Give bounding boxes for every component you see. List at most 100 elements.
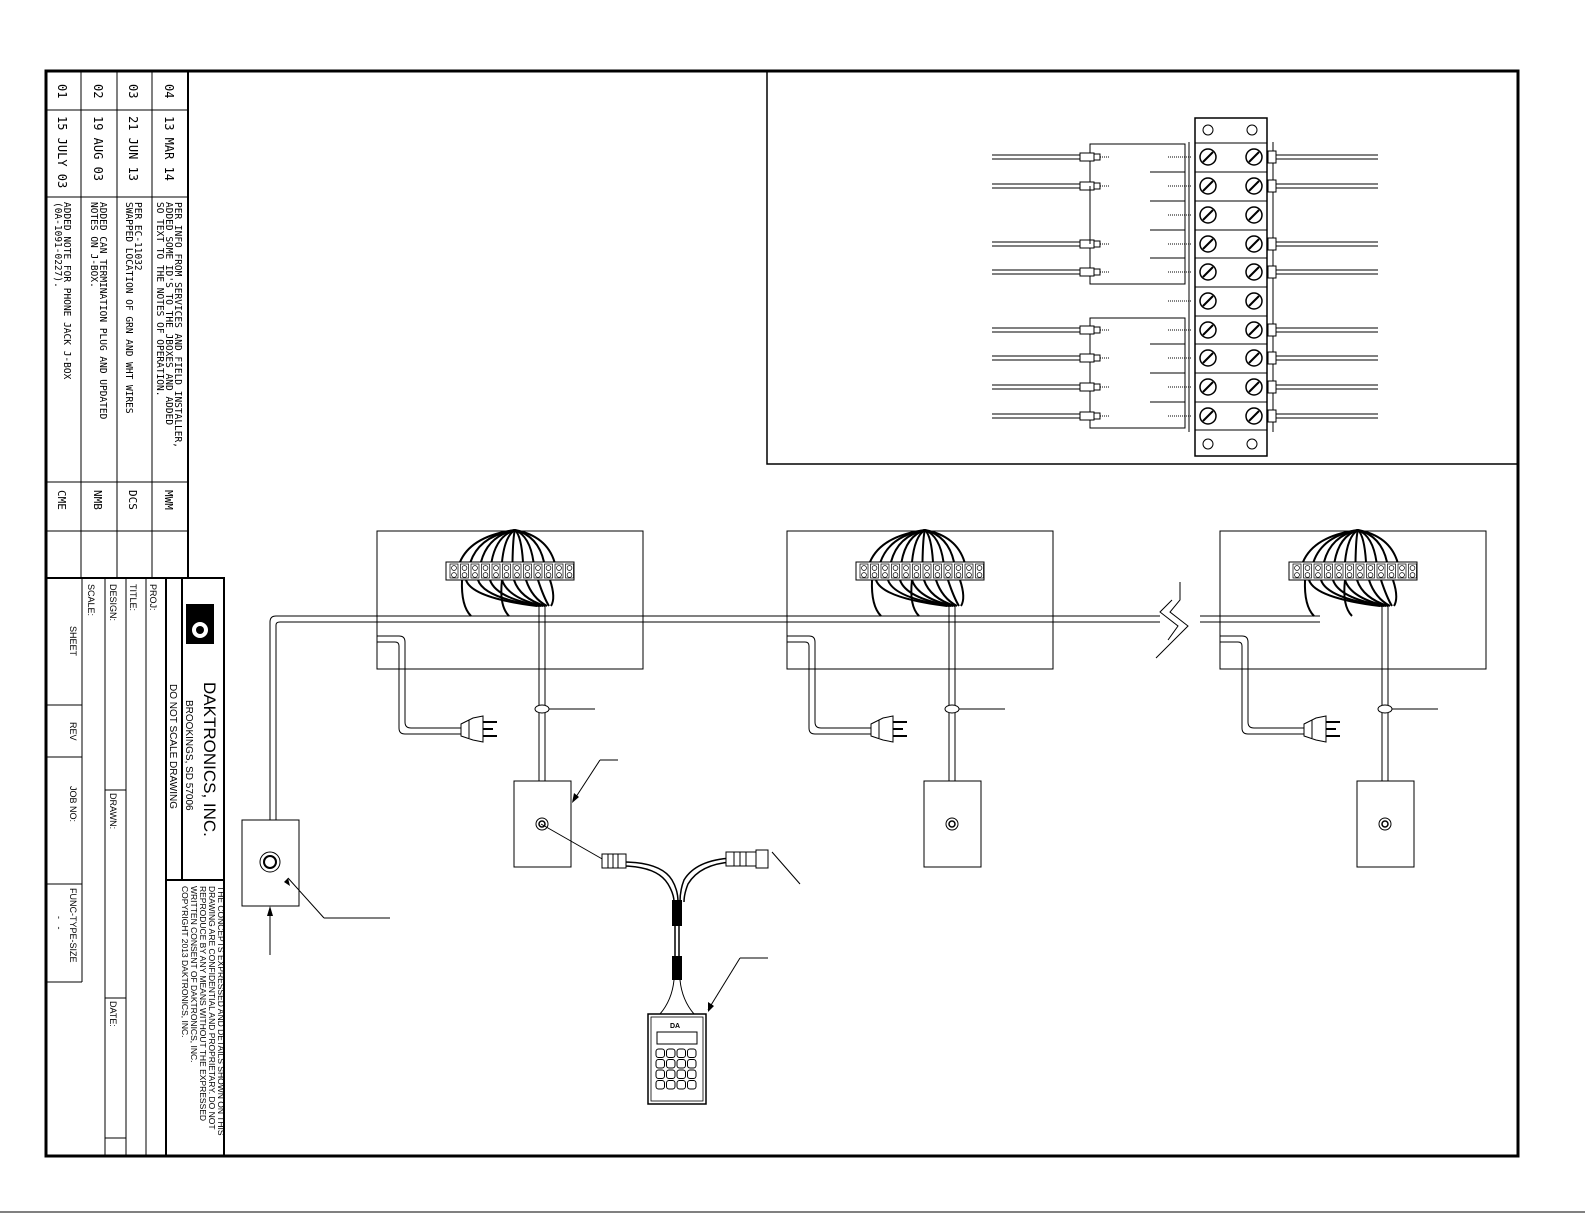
daktronics-logo — [186, 604, 214, 644]
revision-initials: MWM — [162, 490, 175, 510]
keypad-key — [655, 1048, 665, 1058]
crimp-connector — [1079, 382, 1095, 392]
keypad-key — [666, 1048, 676, 1058]
keypad-key — [687, 1069, 697, 1079]
confidential-line: REPRODUCE BY ANY MEANS WITHOUT THE EXPRE… — [198, 886, 208, 1121]
crimp-connector — [1079, 411, 1095, 421]
keypad-key — [666, 1080, 676, 1090]
revision-number: 03 — [126, 84, 140, 98]
revision-number: 04 — [162, 84, 176, 98]
phone-jack-icon — [259, 851, 281, 873]
handheld-leader — [707, 957, 741, 1011]
spade-lug — [1267, 409, 1277, 423]
confidential-note: THE CONCEPTS EXPRESSED AND DETAILS SHOWN… — [180, 886, 226, 1136]
sheet-label: SHEET — [68, 626, 78, 657]
spade-lug — [1267, 237, 1277, 251]
revision-description-line: PER EC-11032 — [132, 202, 143, 271]
date-label: DATE: — [108, 1001, 118, 1027]
keypad-key — [655, 1059, 665, 1069]
junction-panel-3 — [1219, 529, 1487, 868]
jbox-leader — [573, 759, 601, 801]
revision-date: 21 JUN 13 — [126, 116, 140, 181]
keypad-key — [655, 1080, 665, 1090]
junction-panel-2 — [786, 529, 1054, 868]
y-cable-right — [679, 857, 733, 903]
revision-description-line: ADDED NOTE FOR PHONE JACK J-BOX — [61, 202, 72, 380]
main-wiring: DA — [241, 529, 1487, 1105]
revision-initials: NMB — [91, 490, 104, 510]
confidential-line: DRAWING ARE CONFIDENTIAL AND PROPRIETARY… — [207, 886, 217, 1130]
spade-lug — [1267, 351, 1277, 365]
jbox-jack-icon — [535, 817, 549, 831]
power-plug-icon — [460, 715, 497, 743]
power-plug-icon — [1303, 715, 1340, 743]
revision-description-line: NOTES ON J-BOX. — [88, 202, 99, 288]
scale-note: DO NOT SCALE DRAWING — [167, 684, 178, 809]
spade-lug — [1267, 150, 1277, 164]
confidential-line: THE CONCEPTS EXPRESSED AND DETAILS SHOWN… — [216, 886, 226, 1136]
jbox-jack-icon — [945, 817, 959, 831]
revision-description-line: SO TEXT TO THE NOTES OF OPERATION. — [154, 202, 165, 396]
mount-hole-top-right — [1246, 124, 1258, 136]
rev-label: REV — [68, 722, 78, 741]
revision-description-line: (0A-1091-0227). — [52, 202, 63, 288]
keypad-key — [676, 1080, 686, 1090]
func-type-size-value: - - — [54, 916, 64, 930]
crimp-connector — [1079, 325, 1095, 335]
keypad-key — [655, 1069, 665, 1079]
y-cable-splice — [672, 900, 682, 926]
crimp-connector — [1079, 239, 1095, 249]
rj-plug-left — [601, 853, 627, 869]
revision-description-line: ADDED CAN TERMINATION PLUG AND UPDATED — [97, 202, 108, 420]
revision-initials: DCS — [126, 490, 139, 510]
trunk-cable — [269, 615, 1160, 820]
cable-tie — [534, 704, 550, 714]
keypad-key — [666, 1059, 676, 1069]
crimp-connector — [1079, 152, 1095, 162]
company-name: DAKTRONICS, INC. — [200, 682, 219, 837]
handheld-logo: DA — [670, 1023, 680, 1030]
drawn-label: DRAWN: — [108, 793, 118, 829]
title-block: DAKTRONICS, INC. BROOKINGS, SD 57006 DO … — [45, 577, 226, 1157]
connector-box-upper — [1089, 143, 1186, 285]
handheld-keypad — [655, 1048, 697, 1090]
termination-plug — [725, 849, 769, 869]
mount-hole-bottom-left — [1202, 438, 1214, 450]
spade-lug — [1267, 265, 1277, 279]
revision-date: 13 MAR 14 — [162, 116, 176, 181]
job-no-label: JOB NO: — [68, 786, 78, 822]
mount-hole-top-left — [1202, 124, 1214, 136]
crimp-connector — [1079, 267, 1095, 277]
scale-label: SCALE: — [86, 584, 96, 616]
confidential-line: COPYRIGHT 2013 DAKTRONICS, INC. — [180, 886, 190, 1037]
junction-panel-1 — [376, 529, 644, 868]
jbox — [513, 780, 572, 868]
crimp-connector — [1079, 353, 1095, 363]
revision-date: 19 AUG 03 — [91, 116, 105, 181]
keypad-key — [687, 1059, 697, 1069]
mount-hole-bottom-right — [1246, 438, 1258, 450]
revision-description-line: ADDED SOME ID'S TO THE JBOXES AND ADDED — [163, 202, 174, 425]
cable-tie — [944, 704, 960, 714]
termination-plug-leader — [771, 851, 801, 885]
confidential-line: WRITTEN CONSENT OF DAKTRONICS, INC. — [189, 886, 199, 1062]
drawing-border — [44, 69, 1520, 1158]
proj-label: PROJ: — [148, 584, 158, 611]
spade-lug — [1267, 380, 1277, 394]
controller-strain-relief — [672, 956, 682, 980]
design-label: DESIGN: — [108, 584, 118, 621]
keypad-key — [687, 1080, 697, 1090]
y-cable-to-jack — [540, 823, 605, 861]
phone-jack-jbox — [241, 819, 300, 907]
cable-tie — [1377, 704, 1393, 714]
revision-date: 15 JULY 03 — [55, 116, 69, 188]
title-label: TITLE: — [128, 584, 138, 611]
revision-number: 01 — [55, 84, 69, 98]
revision-number: 02 — [91, 84, 105, 98]
spade-lug — [1267, 179, 1277, 193]
spade-lug — [1267, 323, 1277, 337]
jbox — [1356, 780, 1415, 868]
junction-panels — [376, 529, 1487, 868]
